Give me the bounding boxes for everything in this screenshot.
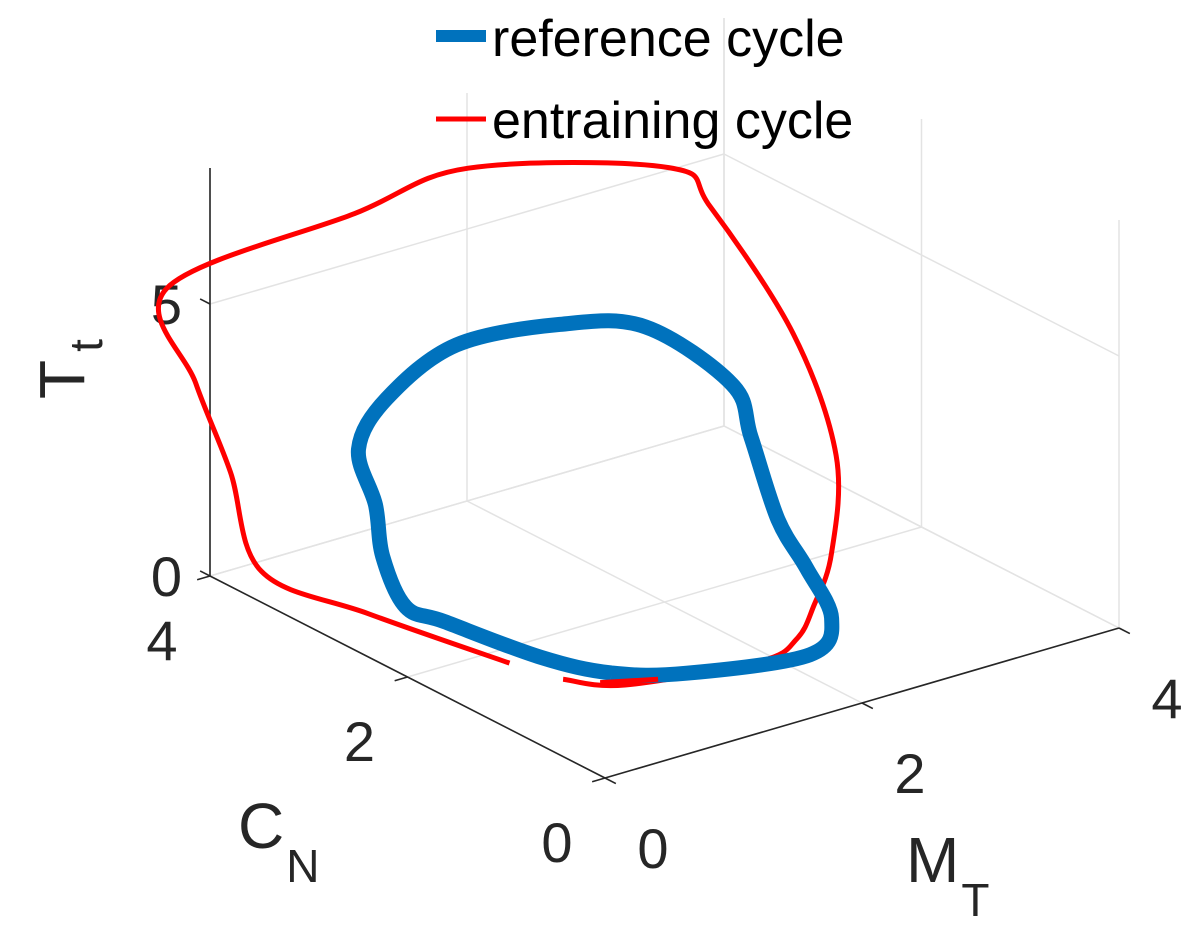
legend-label-entraining: entraining cycle [492, 92, 853, 150]
grid-backwall-z-1 [209, 153, 725, 305]
x-tick-mark-0 [604, 777, 617, 785]
series-layer [155, 160, 842, 689]
x-tick-label-2: 4 [1151, 667, 1182, 730]
series-line-reference [350, 313, 840, 683]
axes [196, 168, 1131, 785]
x-tick-mark-2 [1118, 627, 1131, 635]
y-axis-label: CN [238, 790, 319, 892]
y-tick-mark-2 [196, 575, 211, 581]
z-tick-label-1: 5 [151, 273, 182, 336]
legend-label-reference: reference cycle [492, 10, 845, 68]
series-line-entraining [155, 160, 842, 689]
z-tick-label-0: 0 [151, 545, 182, 608]
y-tick-label-0: 0 [541, 811, 572, 874]
grid-backwall-z-0 [209, 425, 725, 577]
x-tick-mark-1 [861, 702, 874, 710]
x-tick-label-1: 2 [894, 742, 925, 805]
y-tick-mark-0 [591, 777, 606, 783]
x-axis-label: MT [906, 824, 989, 926]
legend: reference cycle entraining cycle [436, 10, 853, 150]
z-tick-mark-1 [199, 298, 211, 305]
y-tick-label-1: 2 [344, 710, 375, 773]
series-line-entraining-overlap [600, 676, 659, 686]
grid-floor-y-1 [407, 526, 922, 678]
z-axis-label: Tt [26, 339, 112, 399]
grid-sidewall-z-0 [723, 425, 1120, 629]
y-tick-mark-1 [394, 676, 408, 682]
grid-sidewall-z-1 [723, 153, 1120, 357]
y-tick-label-2: 4 [146, 609, 177, 672]
z-tick-mark-0 [199, 570, 211, 577]
x-tick-label-0: 0 [637, 817, 668, 880]
